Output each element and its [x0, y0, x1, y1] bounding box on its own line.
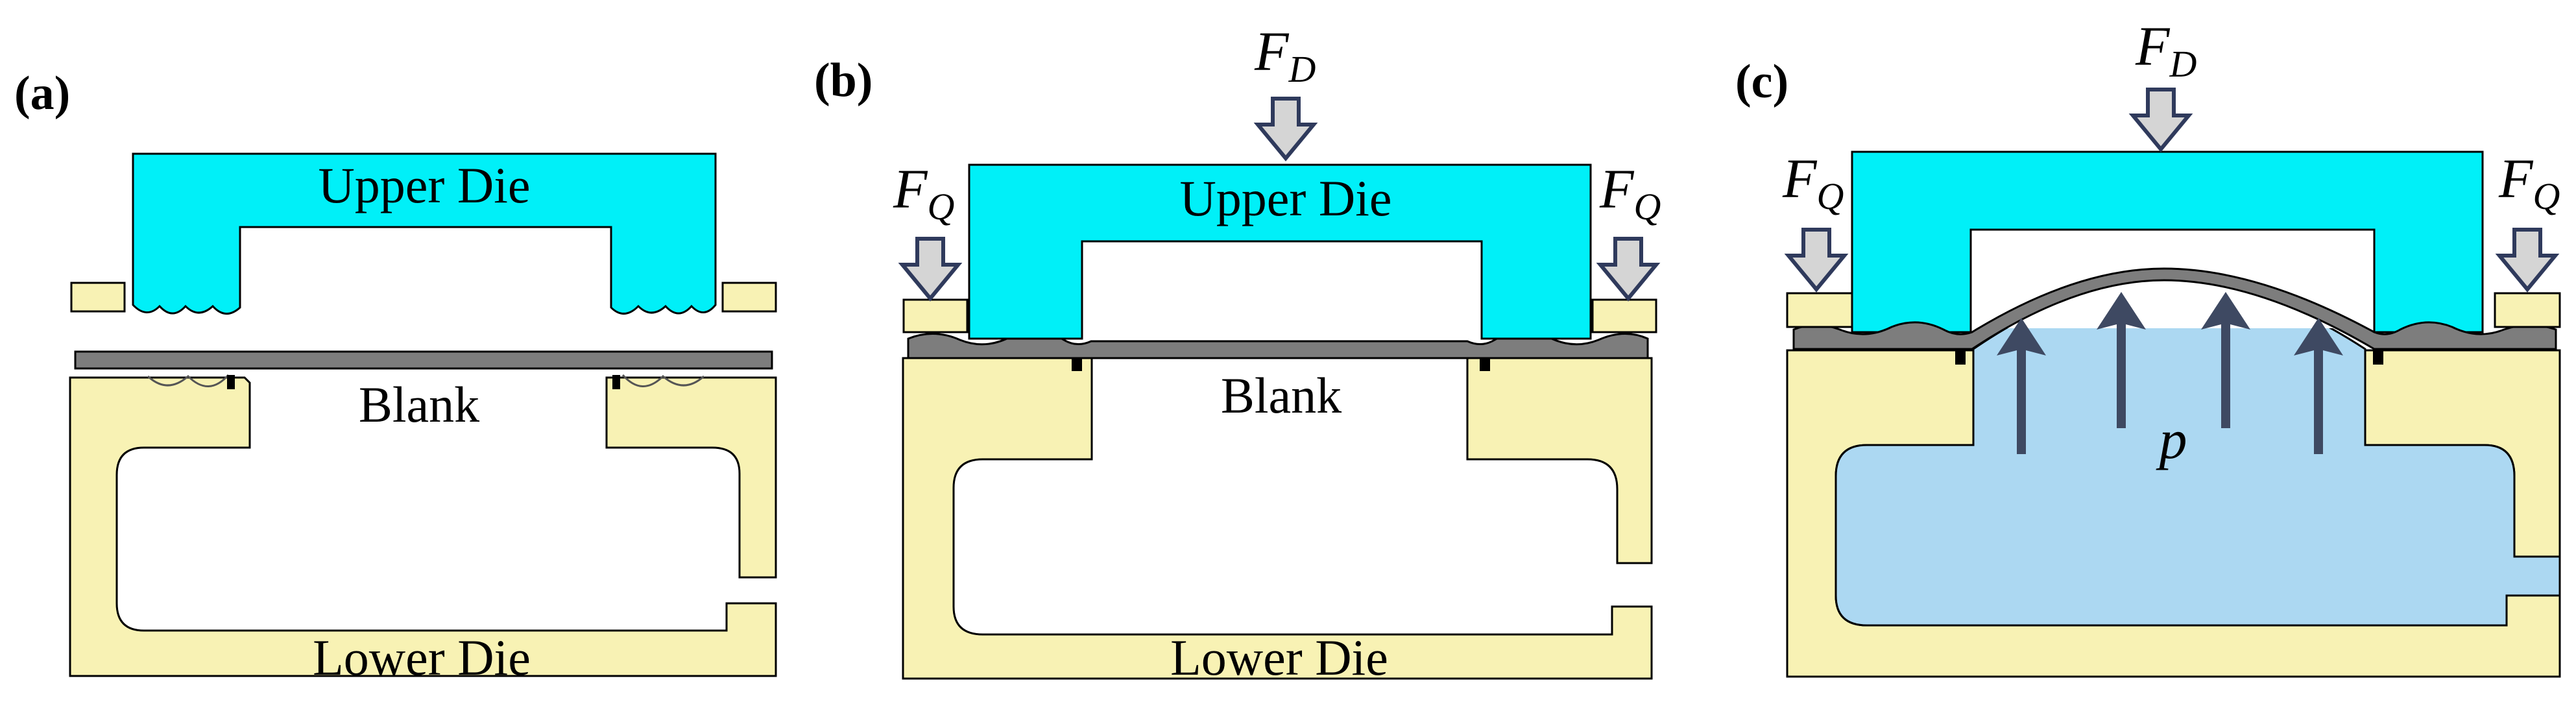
- force-arrow-top-c: [2133, 90, 2189, 149]
- panel-c: (c) FD FQ FQ p: [1735, 15, 2561, 678]
- upper-die-a: [132, 152, 717, 315]
- force-label-top-c: FD: [2135, 15, 2197, 85]
- force-label-left-c: FQ: [1782, 147, 1844, 217]
- blank-holder-left-a: [70, 282, 126, 313]
- blank-sheet-a: [74, 350, 773, 370]
- force-arrow-right-c: [2499, 230, 2555, 289]
- panel-label-a: (a): [14, 67, 70, 120]
- force-label-left-b: FQ: [893, 158, 954, 228]
- panel-b: (b) FD FQ FQ Upper Die Blank Lower Die: [814, 20, 1661, 686]
- blank-holder-right-b: [1591, 298, 1657, 333]
- seal-right-b: [1480, 358, 1490, 371]
- lower-die-b: [902, 357, 1653, 680]
- force-arrow-right-b: [1600, 239, 1656, 298]
- blank-label-b: Blank: [1221, 367, 1342, 424]
- lower-die-groove-right-a: [621, 374, 705, 387]
- seal-right-c: [2373, 350, 2383, 365]
- blank-sheet-b: [907, 330, 1649, 359]
- lower-die-label-a: Lower Die: [313, 629, 531, 686]
- lower-die-groove-left-a: [147, 374, 230, 387]
- upper-die-label-a: Upper Die: [318, 157, 530, 213]
- panel-label-b: (b): [814, 54, 873, 107]
- force-label-right-c: FQ: [2498, 147, 2560, 217]
- lower-die-a: [69, 376, 777, 677]
- upper-die-label-b: Upper Die: [1179, 170, 1391, 226]
- lower-die-label-b: Lower Die: [1170, 629, 1388, 686]
- blank-sheet-c: [1792, 267, 2557, 350]
- force-label-right-b: FQ: [1599, 158, 1661, 228]
- seal-left-a: [227, 375, 235, 389]
- force-arrow-left-c: [1788, 230, 1844, 289]
- seal-left-b: [1072, 358, 1082, 371]
- panel-label-c: (c): [1735, 55, 1788, 108]
- blank-holder-left-c: [1786, 292, 1853, 328]
- blank-label-a: Blank: [359, 376, 479, 433]
- force-arrow-top-b: [1258, 99, 1314, 158]
- blank-holder-right-a: [721, 282, 777, 313]
- panel-a: (a) Upper Die Blank Lower Die: [14, 67, 777, 686]
- seal-right-a: [612, 375, 620, 389]
- seal-left-c: [1955, 350, 1966, 365]
- force-arrow-left-b: [902, 239, 958, 298]
- pressure-label-c: p: [2156, 408, 2187, 470]
- upper-die-b: [968, 163, 1592, 340]
- blank-holder-right-c: [2494, 292, 2561, 328]
- blank-holder-left-b: [902, 298, 969, 333]
- force-label-top-b: FD: [1254, 20, 1316, 90]
